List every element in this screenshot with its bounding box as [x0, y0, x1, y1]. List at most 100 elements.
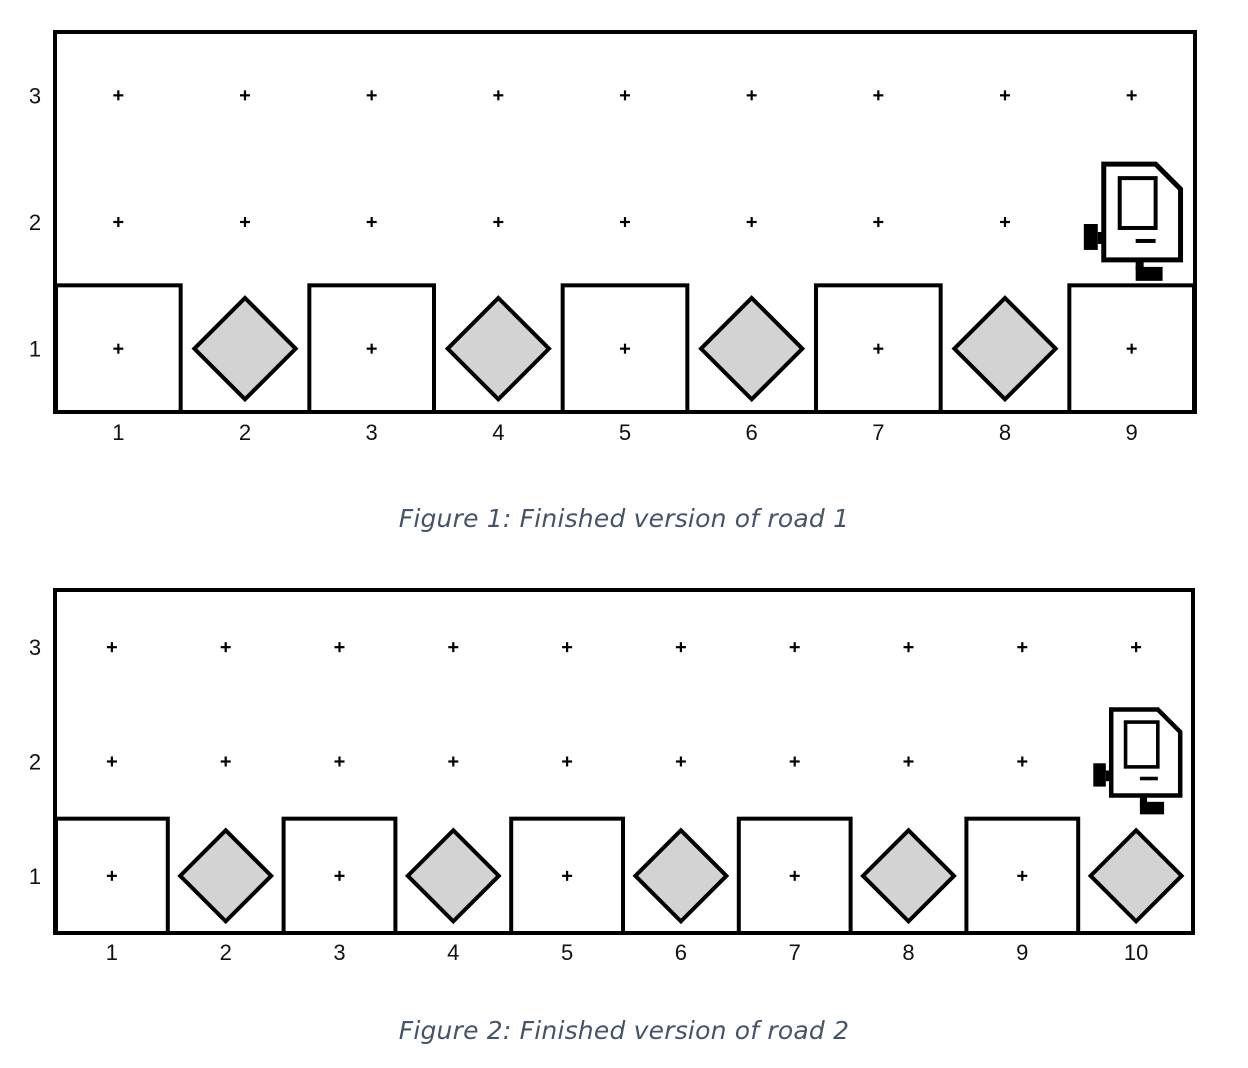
row-label: 3	[29, 83, 41, 108]
corner-marker	[1017, 642, 1028, 653]
corner-marker	[220, 756, 231, 767]
row-label: 1	[29, 337, 41, 362]
beeper	[404, 827, 502, 925]
robot-bottom-foot	[1135, 266, 1163, 281]
corner-marker	[620, 217, 630, 227]
beepers	[191, 295, 1059, 403]
corner-marker	[620, 343, 630, 354]
robot-mouth	[1139, 776, 1158, 781]
row-label: 2	[29, 750, 41, 775]
column-label: 4	[492, 420, 504, 445]
corner-marker	[873, 343, 884, 354]
column-label: 3	[366, 420, 378, 445]
corner-marker	[873, 217, 884, 227]
row-label: 1	[29, 864, 41, 889]
corner-marker	[334, 756, 345, 767]
column-label: 10	[1124, 940, 1148, 965]
column-label: 5	[561, 940, 573, 965]
karel-robot-icon	[1083, 161, 1184, 281]
corner-marker	[1126, 90, 1137, 101]
row-label: 3	[29, 635, 41, 660]
wall-block	[964, 816, 1081, 936]
robot-bottom-foot	[1139, 801, 1165, 815]
beeper	[632, 827, 730, 925]
column-label: 5	[619, 420, 631, 445]
corner-marker	[334, 642, 345, 653]
wall-block	[307, 283, 437, 415]
corner-marker	[240, 217, 250, 227]
corner-marker	[240, 90, 250, 101]
corner-marker	[1126, 343, 1137, 354]
corner-marker	[1000, 90, 1010, 101]
corner-marker	[448, 756, 459, 767]
corner-marker	[789, 756, 800, 767]
corner-marker	[675, 756, 686, 767]
beeper	[1087, 827, 1185, 925]
wall-block	[509, 816, 626, 936]
robot-body	[1101, 161, 1184, 263]
row-labels: 1 2 3	[29, 83, 41, 361]
robot-bottom-leg	[1139, 795, 1148, 805]
wall-block	[281, 816, 398, 936]
figure-caption-1: Figure 1: Finished version of road 1	[398, 504, 850, 533]
column-label: 2	[220, 940, 232, 965]
corner-marker	[1131, 642, 1142, 653]
beeper	[951, 295, 1059, 403]
beeper	[191, 295, 299, 403]
wall-block	[736, 816, 853, 936]
corner-marker	[113, 90, 124, 101]
corner-marker	[1000, 217, 1010, 227]
column-label: 7	[789, 940, 801, 965]
corner-marker	[1017, 756, 1028, 767]
column-label: 8	[999, 420, 1011, 445]
corner-marker	[334, 870, 345, 881]
column-label: 3	[333, 940, 345, 965]
corner-marker	[493, 90, 504, 101]
column-label: 1	[112, 420, 124, 445]
corner-marker	[789, 642, 800, 653]
corner-marker	[366, 217, 377, 227]
beeper	[698, 295, 806, 403]
column-label: 1	[106, 940, 118, 965]
corner-markers	[113, 90, 1137, 354]
corner-marker	[562, 870, 573, 881]
corner-marker	[113, 343, 124, 354]
column-label: 9	[1126, 420, 1138, 445]
wall-block	[54, 816, 170, 936]
road-walls	[54, 283, 1197, 415]
corner-marker	[746, 90, 757, 101]
robot-screen	[1123, 720, 1160, 769]
robot-left-leg	[1105, 770, 1112, 782]
corner-marker	[366, 343, 377, 354]
corner-marker	[366, 90, 377, 101]
corner-marker	[448, 642, 459, 653]
beepers	[177, 827, 1185, 925]
column-label: 7	[872, 420, 884, 445]
corner-marker	[675, 642, 686, 653]
robot-screen	[1117, 176, 1158, 230]
corner-marker	[562, 642, 573, 653]
column-label: 4	[447, 940, 459, 965]
figure-caption-2: Figure 2: Finished version of road 2	[398, 1016, 850, 1045]
corner-marker	[106, 642, 117, 653]
wall-block	[560, 283, 690, 415]
wall-block	[1067, 283, 1197, 415]
corner-marker	[620, 90, 630, 101]
corner-marker	[493, 217, 504, 227]
road-walls	[54, 816, 1081, 936]
robot-left-foot	[1093, 763, 1106, 787]
beeper	[444, 295, 552, 403]
row-labels: 1 2 3	[29, 635, 41, 889]
corner-marker	[1017, 870, 1028, 881]
column-label: 6	[675, 940, 687, 965]
column-label: 2	[239, 420, 251, 445]
row-label: 2	[29, 210, 41, 235]
robot-body	[1108, 707, 1183, 798]
corner-marker	[903, 756, 914, 767]
wall-block	[54, 283, 183, 415]
corner-marker	[220, 642, 231, 653]
